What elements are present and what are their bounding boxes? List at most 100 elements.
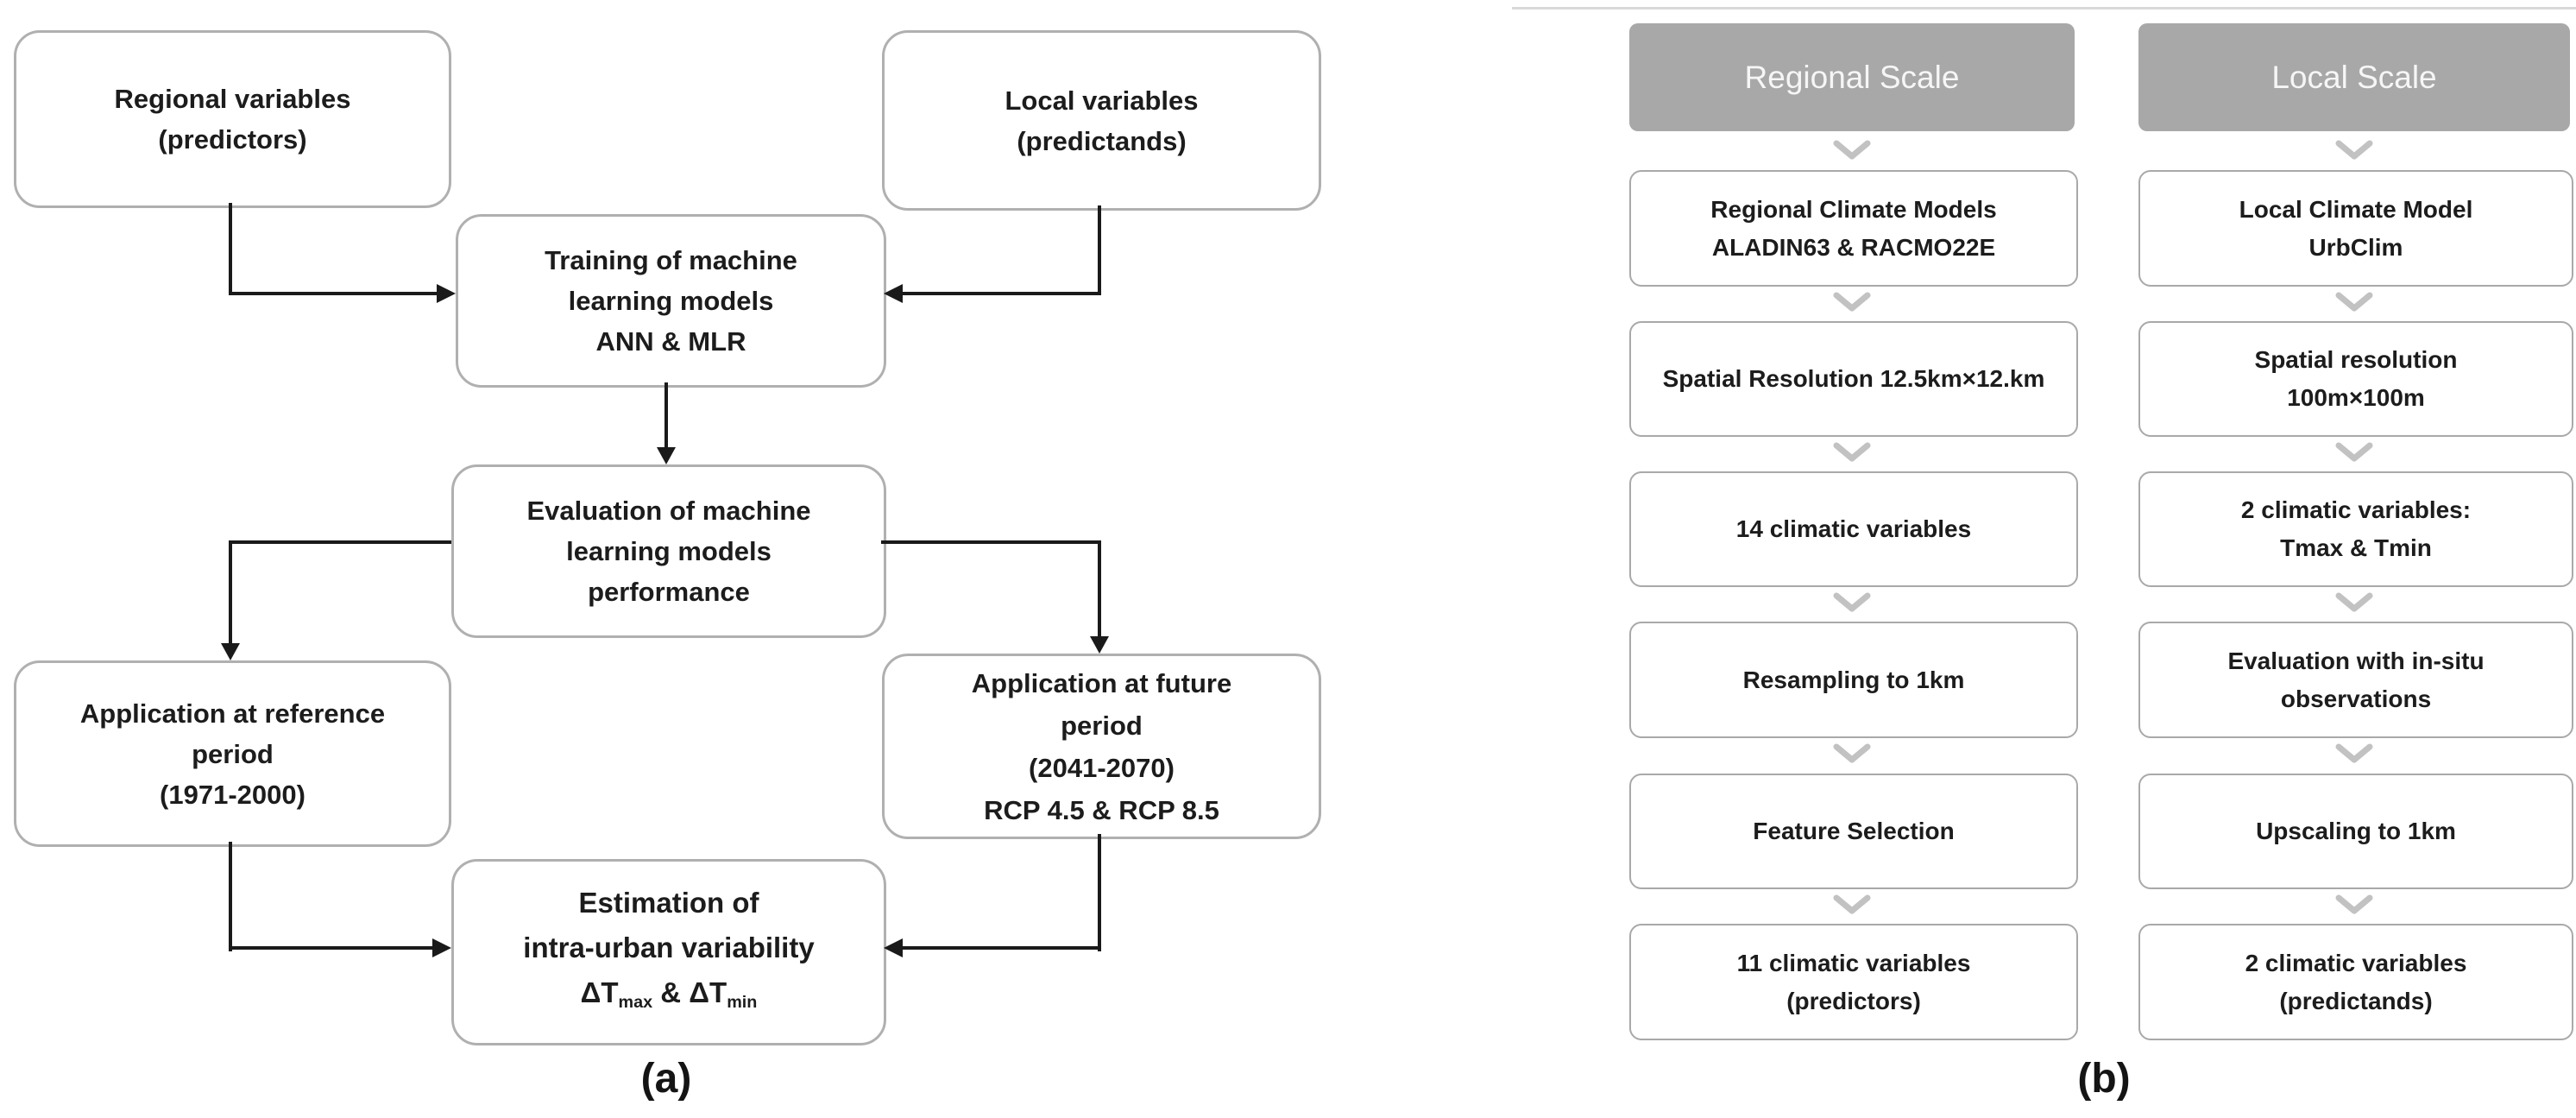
panel-b-top-border [1512,7,2576,9]
box-regional-variables: Regional variables (predictors) [14,30,451,208]
connector-line [229,946,434,950]
delta-t-symbol: ΔT [689,976,727,1008]
connector-line [1098,540,1101,638]
header-label: Local Scale [2271,59,2437,95]
box-line: Feature Selection [1753,818,1955,844]
box-line: Evaluation of machine [526,496,811,526]
connector-line [664,382,668,449]
box-line: (predictors) [158,124,307,155]
box-line: learning models [566,536,772,566]
chevron-down-icon [2335,292,2373,312]
chevron-down-icon [2335,442,2373,462]
box-line: learning models [568,286,774,316]
connector-line [229,842,232,951]
header-local-scale: Local Scale [2138,23,2570,131]
header-label: Regional Scale [1744,59,1960,95]
chevron-down-icon [1833,592,1871,612]
box-2-climatic-variables-tmax-tmin: 2 climatic variables: Tmax & Tmin [2138,471,2573,587]
chevron-down-icon [1833,894,1871,914]
arrowhead-down-icon [657,447,676,464]
box-regional-climate-models: Regional Climate Models ALADIN63 & RACMO… [1629,170,2078,287]
box-line: performance [588,577,750,607]
connector-line [229,292,438,295]
box-line: 100m×100m [2287,384,2425,411]
connector-line [1098,834,1101,951]
delta-t-subscript-min: min [727,992,758,1012]
arrowhead-down-icon [221,643,240,660]
box-line: Tmax & Tmin [2280,534,2432,561]
figure-label-a: (a) [640,1056,692,1102]
delta-t-symbol: ΔT [580,976,619,1008]
box-line: Evaluation with in-situ [2227,647,2485,674]
box-resampling-1km: Resampling to 1km [1629,622,2078,738]
box-line: 2 climatic variables: [2240,496,2472,523]
box-local-spatial-resolution: Spatial resolution 100m×100m [2138,321,2573,437]
box-line: Application at reference [79,698,386,729]
arrowhead-down-icon [1090,636,1109,654]
delta-t-subscript-max: max [618,992,653,1012]
box-line: Local Climate Model [2239,195,2473,223]
box-2-climatic-variables-predictands: 2 climatic variables (predictands) [2138,924,2573,1040]
box-line: 2 climatic variables [2245,949,2467,976]
arrowhead-left-icon [884,938,903,957]
box-regional-spatial-resolution: Spatial Resolution 12.5km×12.km [1629,321,2078,437]
box-line: 11 climatic variables [1736,949,1971,976]
box-line: Estimation of [578,886,759,919]
connector-line [229,540,451,544]
box-line: Spatial Resolution 12.5km×12.km [1662,365,2045,392]
box-11-climatic-variables: 11 climatic variables (predictors) [1629,924,2078,1040]
box-line: (predictands) [1017,125,1187,156]
box-line: UrbClim [2308,233,2403,261]
box-line: ALADIN63 & RACMO22E [1711,233,1996,261]
box-line: (2041-2070) [1029,752,1175,783]
box-line: Application at future [971,667,1232,698]
chevron-down-icon [1833,743,1871,763]
arrowhead-right-icon [437,284,456,303]
chevron-down-icon [1833,442,1871,462]
box-line: 14 climatic variables [1735,515,1972,542]
box-evaluation-insitu: Evaluation with in-situ observations [2138,622,2573,738]
box-line: ANN & MLR [595,326,746,357]
box-line: (predictors) [1786,987,1921,1014]
chevron-down-icon [2335,894,2373,914]
connector-line [1098,205,1101,295]
chevron-down-icon [1833,292,1871,312]
box-training-models: Training of machine learning models ANN … [456,214,886,388]
arrowhead-right-icon [432,938,451,957]
box-local-climate-model: Local Climate Model UrbClim [2138,170,2573,287]
box-line: RCP 4.5 & RCP 8.5 [984,794,1219,825]
chevron-down-icon [1833,140,1871,160]
box-line: Regional Climate Models [1710,195,1997,223]
box-line: (predictands) [2279,987,2433,1014]
box-upscaling-1km: Upscaling to 1km [2138,774,2573,889]
box-line: observations [2280,685,2432,712]
box-line: period [1061,710,1143,741]
chevron-down-icon [2335,592,2373,612]
box-line: intra-urban variability [523,931,815,963]
connector-line [229,203,232,295]
arrowhead-left-icon [884,284,903,303]
box-line: Training of machine [545,245,797,275]
figure-label-b: (b) [2077,1056,2131,1102]
box-line: Regional variables [114,84,351,114]
box-local-variables: Local variables (predictands) [882,30,1321,211]
connector-line [881,540,1101,544]
box-estimation-intra-urban: Estimation of intra-urban variability ΔT… [451,859,886,1045]
box-feature-selection: Feature Selection [1629,774,2078,889]
box-line: (1971-2000) [160,779,305,810]
box-14-climatic-variables: 14 climatic variables [1629,471,2078,587]
header-regional-scale: Regional Scale [1629,23,2075,131]
chevron-down-icon [2335,743,2373,763]
box-application-future-period: Application at future period (2041-2070)… [882,654,1321,839]
box-evaluation-performance: Evaluation of machine learning models pe… [451,464,886,638]
box-line-delta: ΔTmax & ΔTmin [581,970,758,1025]
connector-line [903,292,1101,295]
box-line: Local variables [1005,85,1199,116]
box-line: Upscaling to 1km [2256,818,2456,844]
connector-line [903,946,1101,950]
box-line: Spatial resolution [2254,346,2458,373]
ampersand: & [652,976,690,1008]
chevron-down-icon [2335,140,2373,160]
box-application-reference-period: Application at reference period (1971-20… [14,660,451,847]
box-line: period [192,738,274,769]
